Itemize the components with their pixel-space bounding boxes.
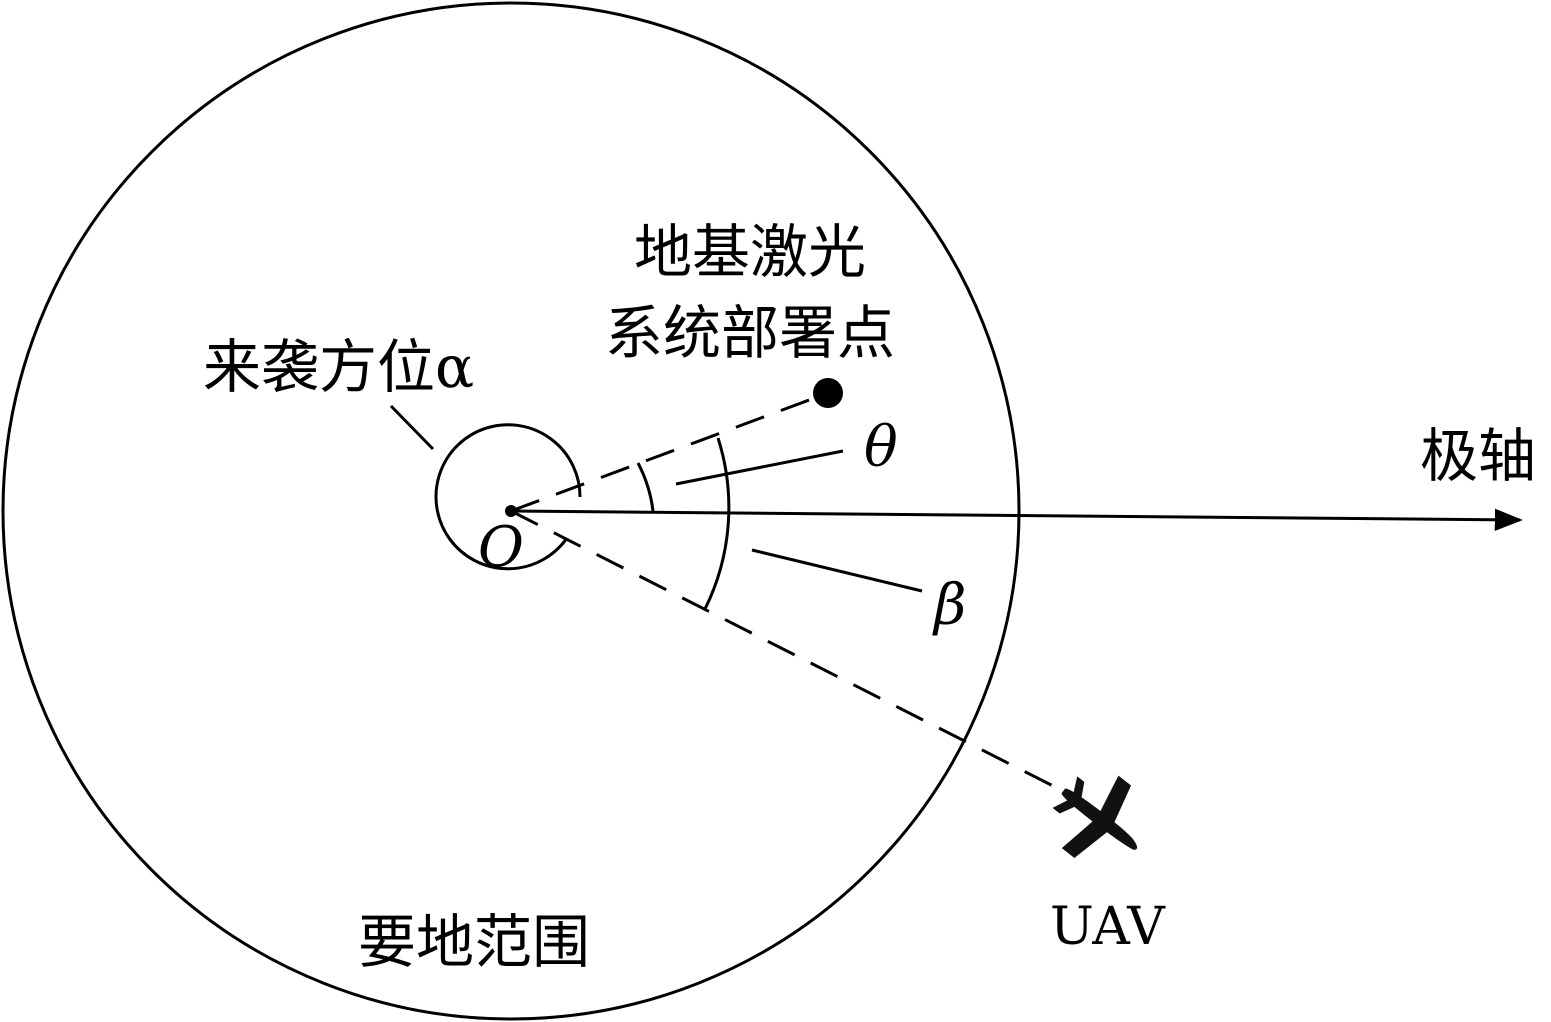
polar-axis-line — [510, 508, 1523, 531]
airplane-icon — [1052, 775, 1138, 858]
origin-point — [505, 505, 517, 517]
laser-site-direction-line — [510, 391, 829, 513]
polar-axis-label: 极轴 — [1420, 422, 1536, 490]
defended-area-circle — [1, 1, 1021, 1021]
theta-label: θ — [864, 415, 898, 480]
theta-leader-line — [675, 449, 844, 486]
alpha-leader-line — [389, 404, 435, 451]
origin-label: O — [478, 515, 524, 580]
attack-azimuth-label: 来袭方位α — [203, 333, 474, 401]
beta-label: β — [932, 573, 966, 638]
laser-site-point — [813, 378, 843, 408]
theta-angle-arc — [636, 462, 655, 512]
uav-label: UAV — [1050, 897, 1166, 957]
laser-site-label-line2: 系统部署点 — [605, 299, 895, 367]
laser-site-label-line1: 地基激光 — [634, 218, 866, 286]
beta-leader-line — [751, 548, 923, 593]
alpha-angle-arc — [434, 423, 582, 571]
defended-area-label: 要地范围 — [358, 908, 590, 976]
beta-angle-arc — [703, 437, 731, 610]
uav-direction-line — [510, 509, 1066, 794]
